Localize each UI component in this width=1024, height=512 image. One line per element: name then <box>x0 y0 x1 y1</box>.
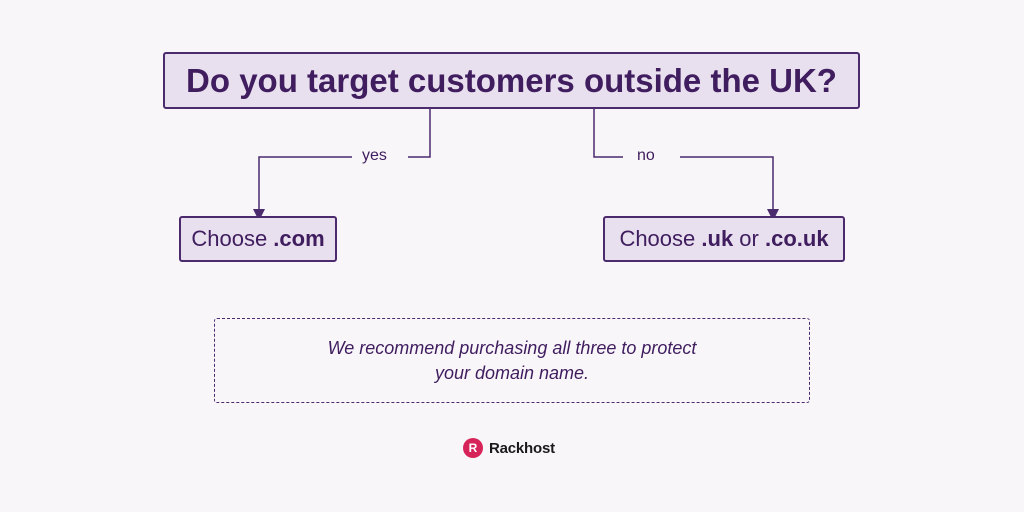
brand-name: Rackhost <box>489 439 555 457</box>
recommendation-note: We recommend purchasing all three to pro… <box>214 318 810 403</box>
tld-co-uk: .co.uk <box>764 226 829 251</box>
answer-prefix: Choose <box>619 226 702 251</box>
answer-prefix: Choose <box>191 226 274 251</box>
answer-box-uk: Choose .uk or .co.uk <box>603 216 845 262</box>
yes-edge-label: yes <box>358 147 391 165</box>
tld-uk: .uk <box>701 226 734 251</box>
note-line-1: We recommend purchasing all three to pro… <box>327 337 697 358</box>
no-edge-label: no <box>633 147 659 165</box>
yes-connector <box>259 109 431 215</box>
rackhost-logo-icon: R <box>463 438 483 458</box>
brand-footer: R Rackhost <box>463 438 555 458</box>
answer-box-com: Choose .com <box>179 216 337 262</box>
tld-com: .com <box>273 226 325 251</box>
question-text: Do you target customers outside the UK? <box>186 61 837 99</box>
note-line-2: your domain name. <box>434 362 590 383</box>
question-box: Do you target customers outside the UK? <box>163 52 860 109</box>
no-connector <box>593 109 773 215</box>
answer-connector: or <box>733 226 765 251</box>
